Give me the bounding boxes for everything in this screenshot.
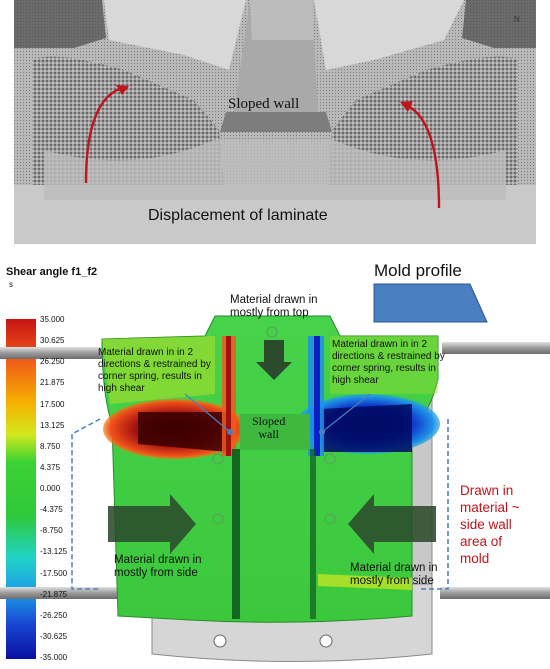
mold-profile-shape: [373, 283, 488, 323]
laminate-render: N: [14, 0, 536, 244]
rod-top-right: [442, 342, 550, 354]
simulation-panel: Shear angle f1_f2 s Mold profile: [0, 244, 550, 669]
bracket-left: [71, 418, 101, 590]
scale-tick-label: 17.500: [40, 399, 65, 409]
annotation-line: material ~: [460, 500, 520, 515]
annotation-line: side wall: [460, 517, 512, 532]
annotation-line: corner spring, results in: [332, 363, 436, 374]
corner-mark: N: [514, 15, 520, 24]
bracket-right: [418, 419, 449, 590]
arrow-down-icon: [256, 340, 292, 380]
annotation-left-shear: Material drawn in in 2 directions & rest…: [98, 347, 211, 395]
annotation-line: high shear: [98, 383, 145, 394]
annotation-line: Material drawn in: [350, 562, 438, 574]
scale-tick-label: 0.000: [40, 484, 61, 493]
scale-tick-label: -17.500: [40, 568, 68, 578]
annotation-line: Material drawn in: [230, 294, 318, 306]
scale-tick-label: 8.750: [40, 441, 61, 451]
scale-tick-label: -30.625: [40, 631, 68, 641]
shear-map: [0, 283, 550, 662]
mold-hole-right: [319, 634, 333, 648]
displacement-arrow-left: [84, 86, 123, 184]
mold-profile-title: Mold profile: [374, 261, 462, 280]
annotation-line: directions & restrained by: [98, 359, 211, 370]
scale-tick-label: 13.125: [40, 420, 65, 430]
scale-tick-label: -35.000: [40, 653, 68, 662]
scale-tick-label: -4.375: [40, 505, 63, 515]
annotation-line: mold: [460, 551, 490, 566]
scale-tick-label: 4.375: [40, 462, 61, 472]
annotation-sloped-wall: Sloped wall: [252, 415, 285, 441]
annotation-line: mostly from side: [114, 567, 198, 579]
annotation-right-side: Material drawn in mostly from side: [350, 562, 438, 588]
scale-tick-label: -26.250: [40, 610, 68, 620]
sloped-wall-label: Sloped wall: [228, 96, 300, 112]
annotation-line: mostly from side: [350, 575, 434, 587]
arrow-left-icon: [348, 494, 436, 554]
legend-unit: s: [9, 280, 13, 289]
annotation-line: Sloped: [252, 414, 286, 428]
laminate-render-panel: N Sloped wall Displacement of laminate: [14, 0, 536, 244]
annotation-line: Material drawn in in 2: [98, 347, 194, 358]
annotation-line: directions & restrained by: [332, 351, 445, 362]
displacement-arrow-right: [405, 103, 441, 209]
rod-bottom-right: [440, 587, 550, 599]
annotation-right-shear: Material drawn in in 2 directions & rest…: [332, 339, 445, 387]
annotation-line: area of: [460, 534, 503, 549]
annotation-left-side: Material drawn in mostly from side: [114, 554, 202, 580]
annotation-top-center: Material drawn in mostly from top: [230, 294, 318, 320]
arrowhead-right-icon: [400, 101, 413, 112]
annotation-line: high shear: [332, 375, 379, 386]
mold-hole-left: [213, 634, 227, 648]
scale-tick-label: -21.875: [40, 589, 68, 599]
annotation-line: Material drawn in in 2: [332, 339, 428, 350]
scale-tick-label: -13.125: [40, 547, 68, 557]
scale-tick-label: -8.750: [40, 526, 63, 536]
scale-tick-label: 21.875: [40, 378, 65, 388]
annotation-drawn-in: Drawn in material ~ side wall area of mo…: [460, 482, 520, 567]
scale-tick-label: 35.000: [40, 315, 65, 324]
leader-left: [184, 393, 231, 433]
displacement-label: Displacement of laminate: [148, 207, 328, 224]
scale-tick-label: 26.250: [40, 357, 65, 367]
annotation-line: Drawn in: [460, 483, 514, 498]
annotation-line: Material drawn in: [114, 554, 202, 566]
legend-title: Shear angle f1_f2: [6, 266, 98, 278]
rod-bottom-left: [0, 587, 120, 599]
arrowhead-left-icon: [116, 85, 129, 95]
annotation-line: mostly from top: [230, 307, 309, 319]
rod-top-left: [0, 347, 105, 359]
leader-right: [321, 393, 371, 433]
color-scale-bar: [6, 319, 36, 659]
scale-tick-label: 30.625: [40, 336, 65, 346]
arrow-right-icon: [108, 494, 196, 554]
annotation-line: corner spring, results in: [98, 371, 202, 382]
annotation-line: wall: [258, 427, 279, 441]
